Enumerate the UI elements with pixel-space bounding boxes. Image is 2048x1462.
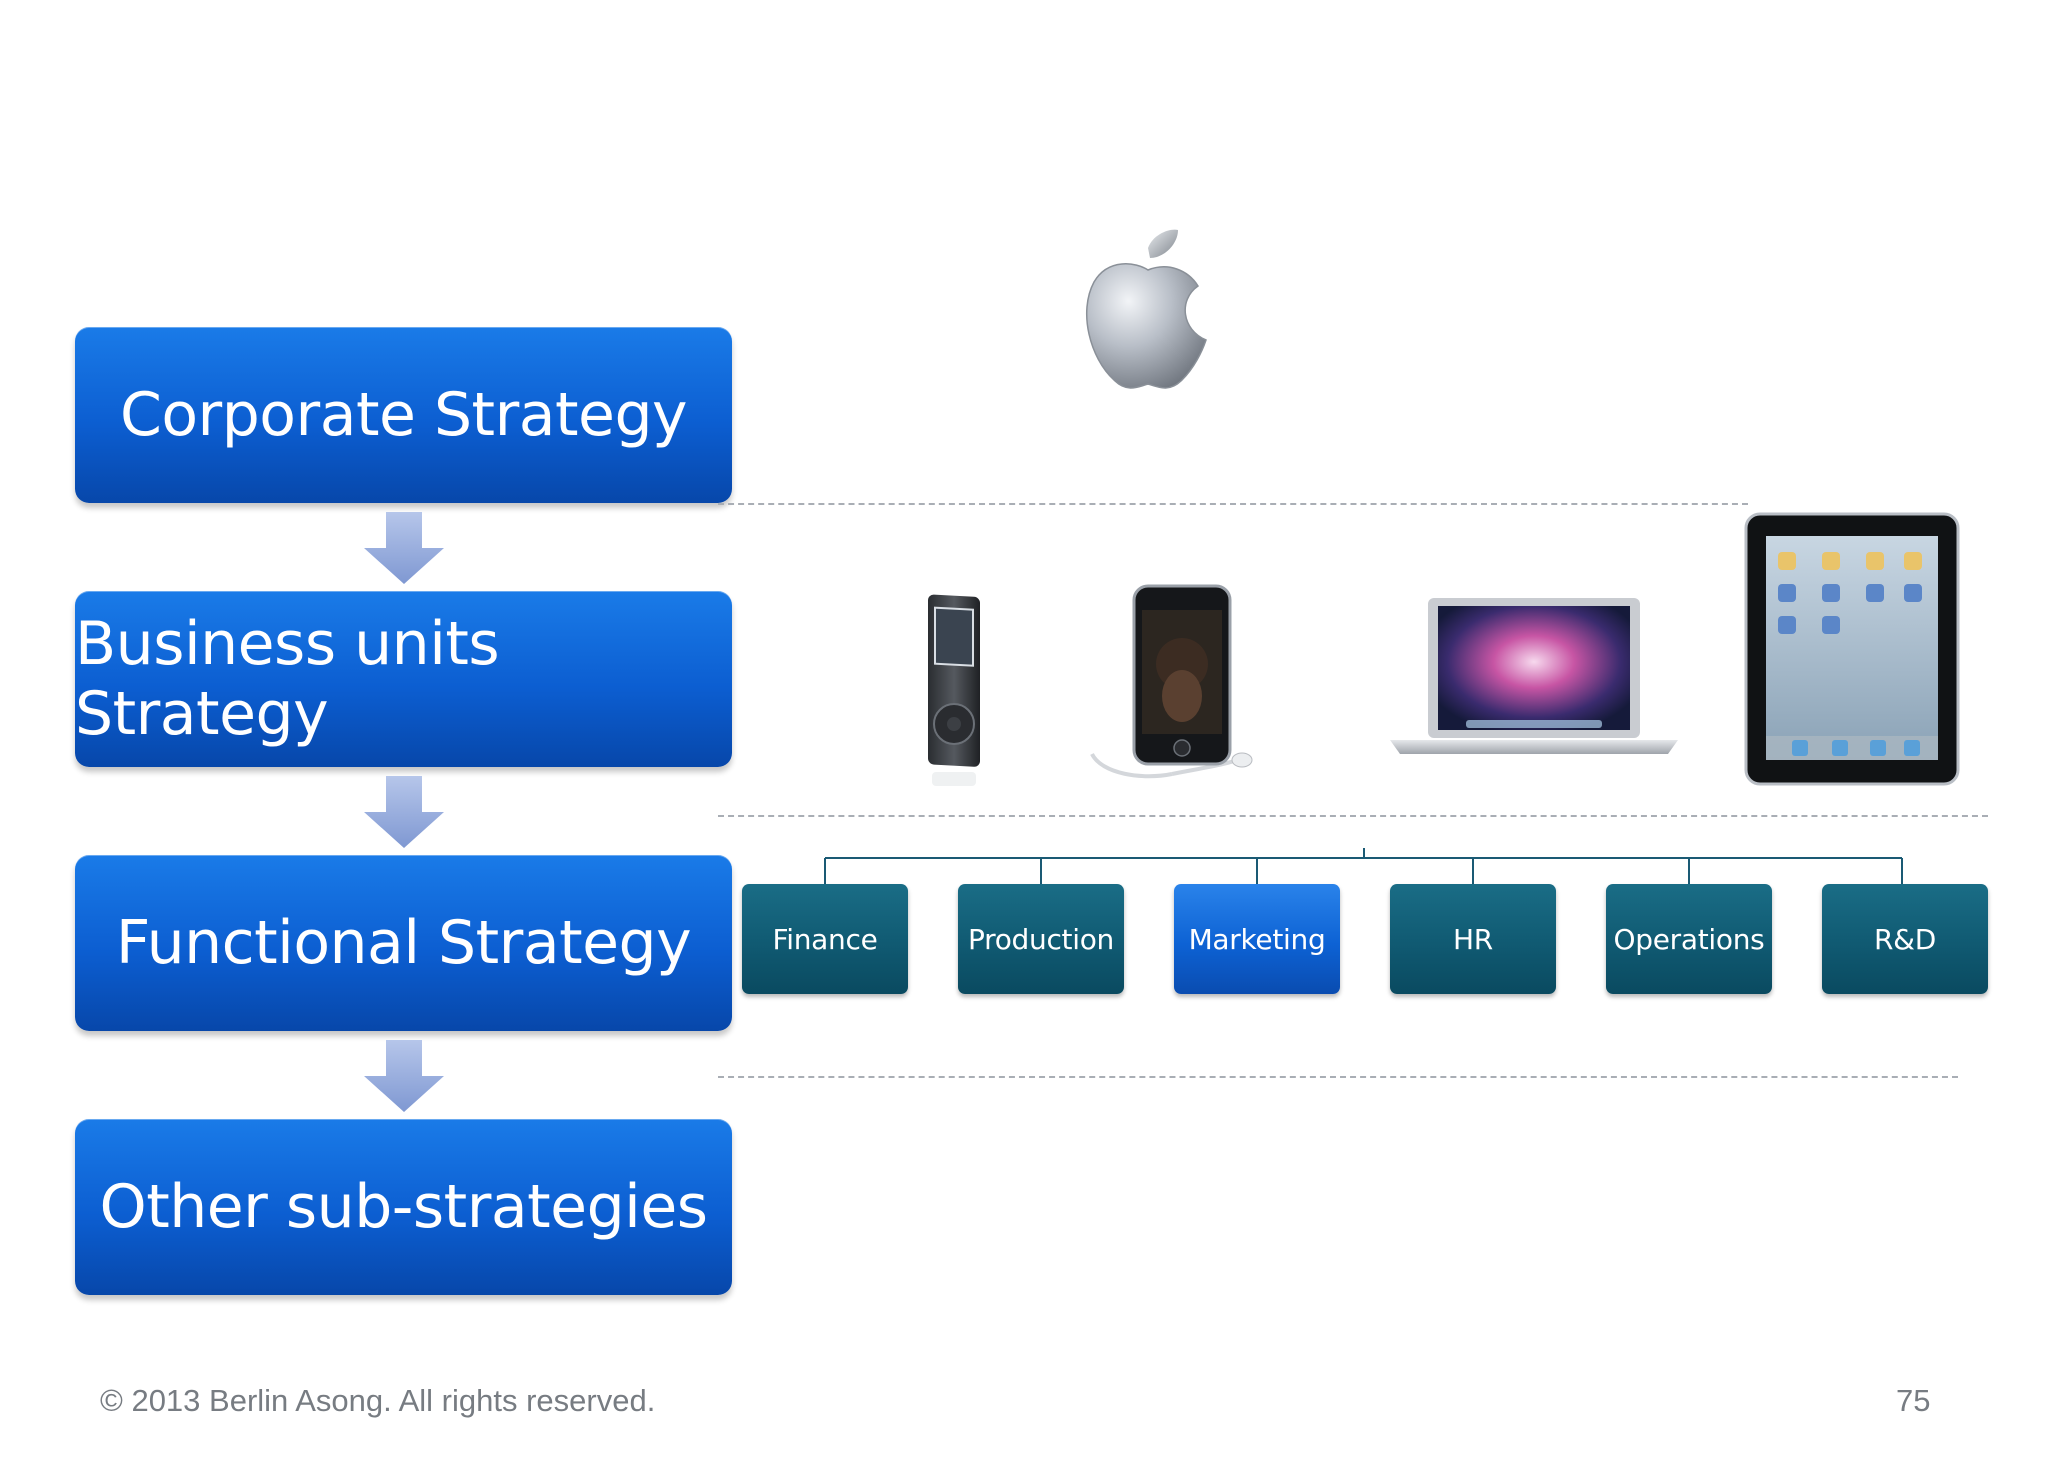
other-sub-strategies-label: Other sub-strategies bbox=[99, 1172, 708, 1242]
separator-line bbox=[718, 503, 1748, 505]
function-production-label: Production bbox=[968, 922, 1114, 956]
function-production-box: Production bbox=[958, 884, 1124, 994]
functional-strategy-label: Functional Strategy bbox=[115, 908, 692, 978]
corporate-strategy-label: Corporate Strategy bbox=[119, 380, 688, 450]
ipad-icon bbox=[1744, 512, 1960, 786]
function-hr-box: HR bbox=[1390, 884, 1556, 994]
function-finance-label: Finance bbox=[772, 922, 878, 956]
other-sub-strategies-box: Other sub-strategies bbox=[75, 1119, 732, 1295]
function-rd-label: R&D bbox=[1874, 922, 1936, 956]
apple-logo-icon bbox=[1086, 229, 1207, 389]
separator-line bbox=[718, 815, 1988, 817]
function-rd-box: R&D bbox=[1822, 884, 1988, 994]
macbook-icon bbox=[1390, 598, 1678, 754]
corporate-strategy-box: Corporate Strategy bbox=[75, 327, 732, 503]
function-tree-connector bbox=[824, 848, 1903, 884]
function-finance-box: Finance bbox=[742, 884, 908, 994]
business-units-strategy-box: Business units Strategy bbox=[75, 591, 732, 767]
ipod-icon bbox=[928, 594, 980, 786]
separator-line bbox=[718, 1076, 1958, 1078]
functional-strategy-box: Functional Strategy bbox=[75, 855, 732, 1031]
down-arrow-icon bbox=[364, 512, 444, 584]
business-units-strategy-label: Business units Strategy bbox=[75, 609, 500, 749]
function-operations-box: Operations bbox=[1606, 884, 1772, 994]
iphone-icon bbox=[1090, 584, 1253, 779]
function-marketing-label: Marketing bbox=[1188, 922, 1326, 956]
function-operations-label: Operations bbox=[1613, 922, 1765, 956]
down-arrow-icon bbox=[364, 776, 444, 848]
function-marketing-box: Marketing bbox=[1174, 884, 1340, 994]
page-number: 75 bbox=[1896, 1383, 1931, 1418]
function-hr-label: HR bbox=[1453, 922, 1493, 956]
copyright-footer: © 2013 Berlin Asong. All rights reserved… bbox=[100, 1383, 656, 1418]
down-arrow-icon bbox=[364, 1040, 444, 1112]
